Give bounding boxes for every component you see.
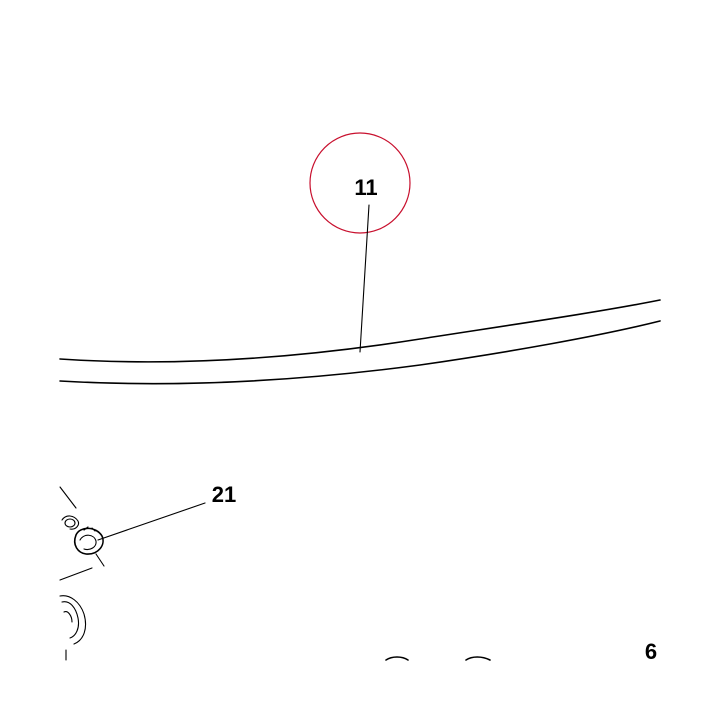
callout-label-11: 11 <box>354 175 377 200</box>
hose-edge-upper <box>59 299 661 363</box>
hose-edge-lower <box>59 320 661 385</box>
callout-leader-21 <box>97 502 206 541</box>
hose-clamp-assembly <box>59 486 105 661</box>
callout-label-21: 21 <box>212 482 236 507</box>
cropped-labels-bottom <box>385 656 491 661</box>
page-number: 6 <box>645 639 657 664</box>
callout-leader-11 <box>359 204 370 353</box>
callout-highlight-circle <box>309 132 411 234</box>
